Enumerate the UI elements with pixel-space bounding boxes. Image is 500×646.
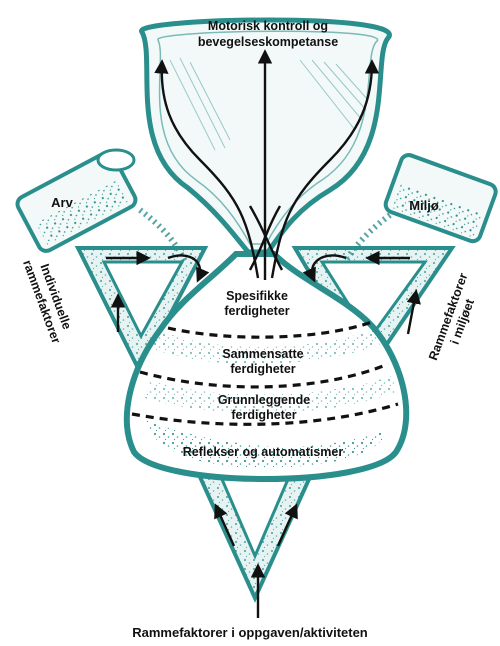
bottom-label: Rammefaktorer i oppgaven/aktiviteten <box>132 625 368 640</box>
grunnleggende-line2: ferdigheter <box>231 408 296 422</box>
arv-cup <box>15 150 185 262</box>
top-label-line1: Motorisk kontroll og <box>208 19 328 33</box>
top-label-line2: bevegelseskompetanse <box>198 35 338 49</box>
arv-label: Arv <box>51 195 73 210</box>
spesifikke-line2: ferdigheter <box>224 304 289 318</box>
miljo-label: Miljø <box>409 198 439 213</box>
reflekser-label: Reflekser og automatismer <box>183 445 344 459</box>
sammensatte-line1: Sammensatte <box>222 347 303 361</box>
spesifikke-line1: Spesifikke <box>226 289 288 303</box>
sammensatte-line2: ferdigheter <box>230 362 295 376</box>
grunnleggende-line1: Grunnleggende <box>218 393 310 407</box>
